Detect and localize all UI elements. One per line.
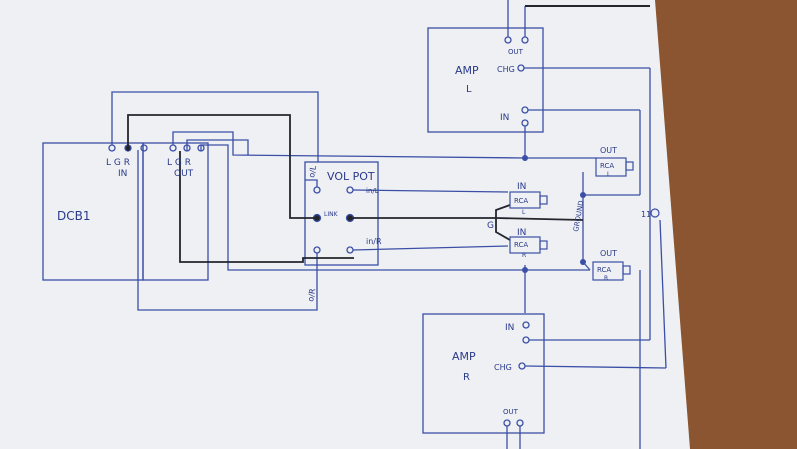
amp-r-box — [422, 313, 545, 434]
pot-link-label: LINK — [324, 211, 339, 218]
amp-r-in-label: IN — [505, 323, 514, 333]
dcb1-out-group-label: L G R — [167, 158, 191, 168]
amp-r-title: AMP — [452, 350, 476, 363]
dcb1-block — [42, 142, 209, 281]
rca-in-bot-side: R — [522, 252, 526, 259]
rca-in-top-side: L — [522, 209, 526, 216]
dcb1-in-label: IN — [118, 169, 127, 179]
right-mark-label: 11 — [641, 210, 651, 219]
paper-sheet — [0, 0, 690, 449]
rca-in-bot-label: RCA — [514, 241, 528, 249]
wiring-black — [127, 114, 584, 263]
rca-out-top-side: L — [607, 171, 611, 178]
g-label: G — [487, 221, 494, 231]
pot-out-r-label: o/R — [306, 287, 317, 302]
amp-r-out-label: OUT — [503, 408, 519, 416]
amp-r-block — [422, 219, 667, 449]
amp-l-chg-label: CHG — [497, 65, 515, 74]
rca-out-bot-title: OUT — [600, 249, 617, 258]
rca-out-top-title: OUT — [600, 146, 617, 155]
rca-in-top-label: RCA — [514, 197, 528, 205]
dcb1-out-label: OUT — [174, 169, 194, 179]
vol-pot-box — [304, 161, 379, 266]
pot-out-l-label: o/L — [307, 164, 318, 178]
dcb1-in-group-label: L G R — [106, 158, 130, 168]
amp-l-out-label: OUT — [508, 48, 524, 56]
rca-in-top-title: IN — [517, 182, 526, 192]
wiring-blue — [111, 91, 641, 449]
pot-in-l-label: in/L — [366, 187, 379, 195]
dcb1-name: DCB1 — [57, 209, 91, 223]
amp-l-side: L — [466, 84, 472, 95]
rca-out-top-label: RCA — [600, 162, 614, 170]
rca-connectors — [509, 157, 634, 281]
amp-l-block — [427, 0, 651, 340]
amp-l-in-label: IN — [500, 113, 509, 123]
amp-r-side: R — [463, 372, 470, 383]
rca-out-bot-side: R — [604, 275, 608, 282]
amp-l-box — [427, 27, 544, 133]
pot-in-r-label: in/R — [366, 237, 382, 246]
dcb1-box-inner — [142, 142, 209, 281]
rca-in-bot-title: IN — [517, 228, 526, 238]
amp-r-chg-label: CHG — [494, 363, 512, 372]
right-side-terminal — [650, 208, 660, 218]
rca-out-bot-label: RCA — [597, 266, 611, 274]
junction-dots — [522, 155, 586, 273]
vol-pot-title: VOL POT — [327, 170, 375, 183]
amp-l-title: AMP — [455, 64, 479, 77]
